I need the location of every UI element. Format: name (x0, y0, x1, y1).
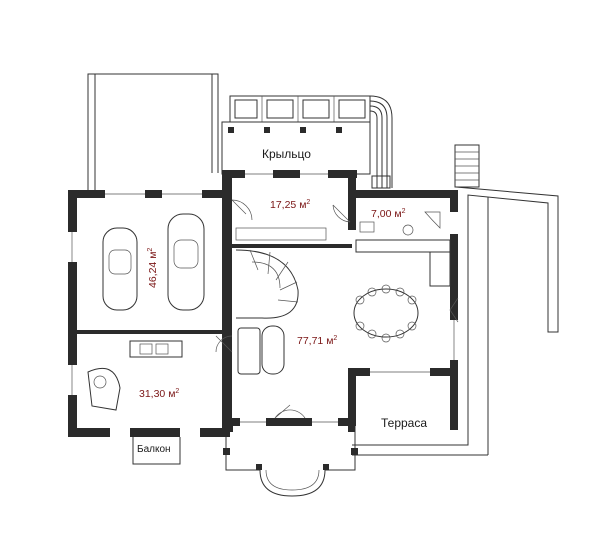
walls (68, 170, 458, 437)
balcony-label: Балкон (137, 444, 171, 455)
furniture (87, 211, 451, 411)
office-area: 31,30 м2 (139, 388, 179, 400)
porch-area (87, 73, 393, 195)
terrace-label: Терраса (381, 416, 427, 430)
garage-area: 46,24 м2 (147, 248, 159, 288)
labels: Крыльцо Терраса Балкон 46,24 м2 17,25 м2… (137, 147, 427, 455)
doors (215, 199, 459, 419)
porch-label: Крыльцо (262, 147, 311, 161)
hall-area: 17,25 м2 (270, 199, 310, 211)
living-area: 77,71 м2 (297, 335, 337, 347)
bath-area: 7,00 м2 (371, 208, 406, 220)
terrace-area (352, 144, 559, 456)
